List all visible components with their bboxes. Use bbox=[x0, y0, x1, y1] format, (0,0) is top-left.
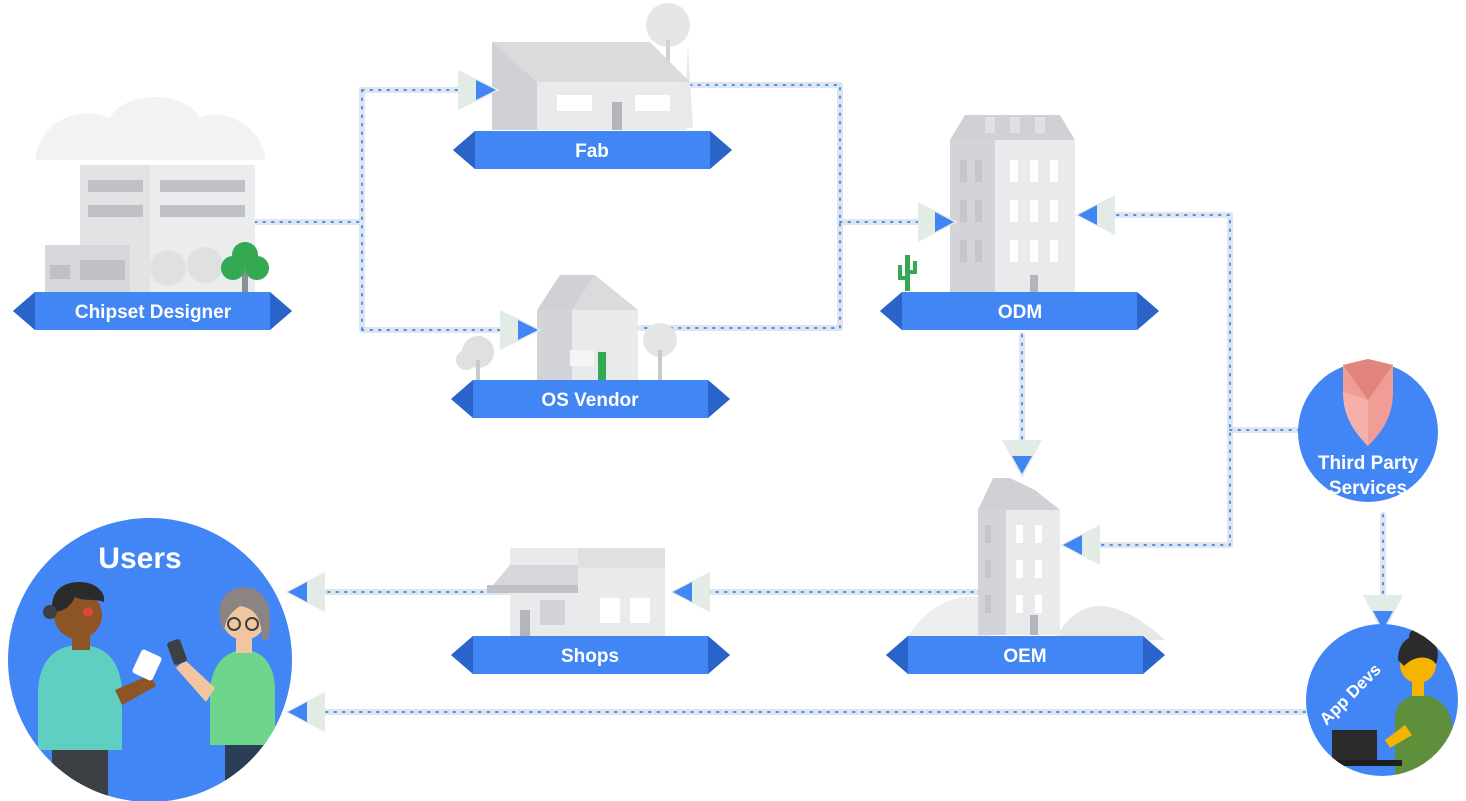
arrow-to-os-vendor bbox=[500, 310, 542, 350]
users-node[interactable]: Users bbox=[8, 518, 292, 801]
shops-label: Shops bbox=[561, 646, 619, 667]
shops-building bbox=[487, 548, 665, 638]
odm-node[interactable]: ODM bbox=[880, 292, 1159, 330]
arrow-to-oem-top bbox=[1002, 440, 1042, 478]
chipset-designer-building bbox=[35, 97, 269, 295]
arrow-to-odm-left bbox=[918, 202, 958, 242]
os-vendor-node[interactable]: OS Vendor bbox=[451, 380, 730, 418]
fab-node[interactable]: Fab bbox=[453, 131, 732, 169]
odm-building bbox=[898, 115, 1075, 295]
users-label: Users bbox=[98, 542, 181, 575]
arrow-to-shops bbox=[670, 572, 710, 612]
third-party-services-node[interactable]: Third Party Services bbox=[1298, 359, 1438, 502]
arrow-to-app-devs bbox=[1363, 595, 1403, 635]
oem-building bbox=[905, 478, 1165, 640]
os-vendor-building bbox=[456, 275, 677, 382]
arrowheads bbox=[285, 70, 1403, 732]
arrow-to-odm-right bbox=[1075, 195, 1115, 235]
third-party-label-line1: Third Party bbox=[1318, 453, 1419, 474]
arrow-to-fab bbox=[458, 70, 500, 110]
arrow-to-oem-right bbox=[1060, 525, 1100, 565]
chipset-designer-node[interactable]: Chipset Designer bbox=[13, 292, 292, 330]
arrow-to-users-from-shops bbox=[285, 572, 325, 612]
fab-label: Fab bbox=[575, 141, 609, 162]
chipset-designer-label: Chipset Designer bbox=[75, 302, 232, 323]
os-vendor-label: OS Vendor bbox=[541, 390, 639, 411]
shops-node[interactable]: Shops bbox=[451, 636, 730, 674]
app-dev-illustration bbox=[1332, 628, 1452, 776]
third-party-label-line2: Services bbox=[1329, 478, 1407, 499]
arrow-to-users-from-app-devs bbox=[285, 692, 325, 732]
oem-label: OEM bbox=[1003, 646, 1046, 667]
oem-node[interactable]: OEM bbox=[886, 636, 1165, 674]
odm-label: ODM bbox=[998, 302, 1042, 323]
fab-building bbox=[492, 3, 693, 130]
connectors bbox=[252, 82, 1386, 715]
shield-icon bbox=[1343, 359, 1393, 446]
app-devs-node[interactable]: App Devs bbox=[1306, 624, 1458, 790]
